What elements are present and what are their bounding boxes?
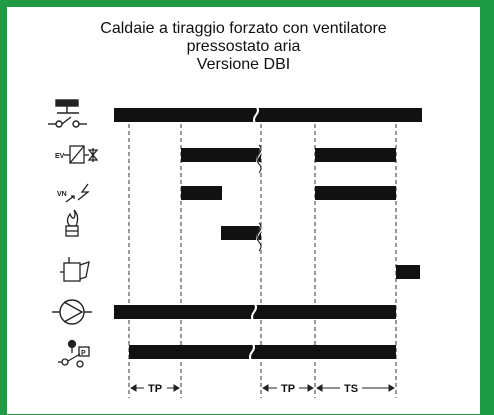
- interval-markers: [130, 384, 395, 392]
- bar-fan-1: [181, 186, 222, 200]
- bar-flame: [221, 226, 261, 240]
- title-line-1: Caldaie a tiraggio forzato con ventilato…: [100, 20, 387, 37]
- bar-fan-2: [315, 186, 396, 200]
- interval-label-ts: TS: [344, 383, 358, 395]
- bar-lockout: [396, 265, 420, 279]
- break-mark-outlines: [256, 144, 262, 252]
- break-mark-outline: [256, 222, 262, 252]
- gas-valve-icon: EV: [55, 145, 99, 164]
- bar-thermostat: [114, 108, 422, 122]
- gas-valve-label: EV: [55, 153, 65, 160]
- fan-icon: VN: [57, 183, 90, 203]
- lockout-lamp-icon: [60, 257, 90, 282]
- bar-gas-valve-1: [181, 148, 261, 162]
- air-pressure-switch-icon: P: [58, 339, 90, 368]
- fan-label: VN: [57, 191, 67, 198]
- break-mark-outline: [256, 144, 262, 174]
- break-mark: [253, 105, 259, 126]
- timing-bars: [114, 108, 422, 359]
- title-line-3: Versione DBI: [196, 56, 291, 73]
- interval-labels: TP TP TS: [148, 383, 358, 395]
- break-mark: [251, 302, 257, 323]
- pressure-switch-label: P: [81, 350, 86, 357]
- bar-gas-valve-2: [315, 148, 396, 162]
- break-mark: [249, 342, 255, 363]
- title-line-2: pressostato aria: [186, 38, 301, 55]
- interval-label-tp: TP: [148, 383, 162, 395]
- pump-icon: [52, 299, 92, 325]
- diagram-title: Caldaie a tiraggio forzato con ventilato…: [6, 20, 481, 74]
- thermostat-icon: [48, 99, 87, 128]
- flame-icon: [65, 209, 79, 237]
- interval-label-tp: TP: [281, 383, 295, 395]
- bar-pressure-switch: [129, 345, 396, 359]
